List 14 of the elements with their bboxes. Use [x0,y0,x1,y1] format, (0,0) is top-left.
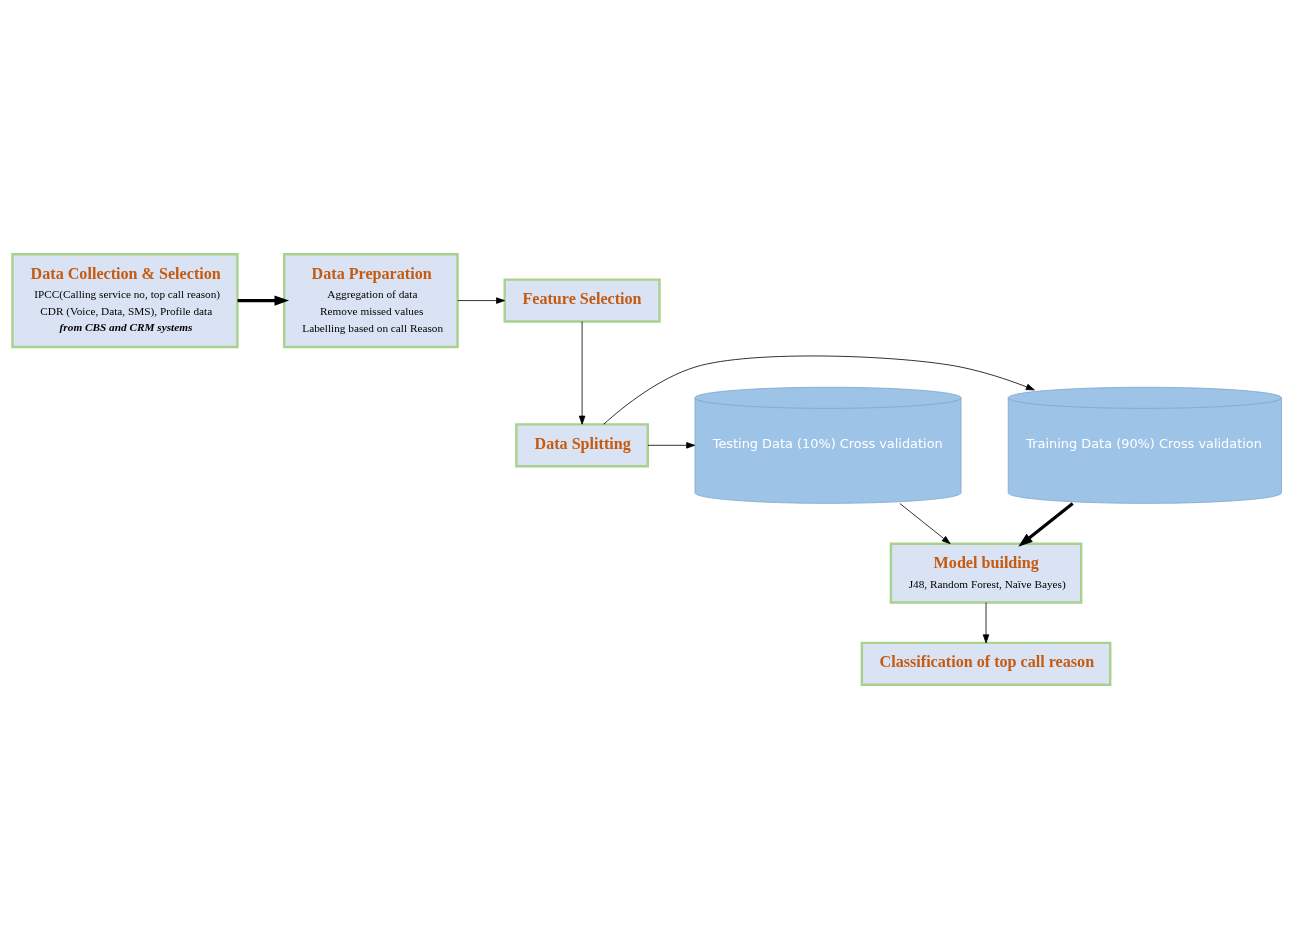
node-box: Data Splitting [515,423,649,468]
arrow [1018,502,1074,547]
node-box: Model building J48, Random Forest, Naïve Bayes) [889,542,1083,604]
arrow [578,321,586,425]
node-box: Data Collection & Selection IPCC(Calling service no, top call reason) CDR (Voice, Data, SMS), Profile data from CBS and CRM systems [11,253,239,349]
arrow [603,355,1035,425]
node-box: Classification of top call reason [860,641,1112,686]
arrow [457,297,505,304]
arrow [982,602,990,644]
arrow [647,442,696,449]
node-box: Data Preparation Aggregation of data Remove missed values Labelling based on call Reason [282,253,459,349]
arrow [899,503,951,545]
arrow [237,295,290,306]
node-box: Feature Selection [503,278,661,323]
